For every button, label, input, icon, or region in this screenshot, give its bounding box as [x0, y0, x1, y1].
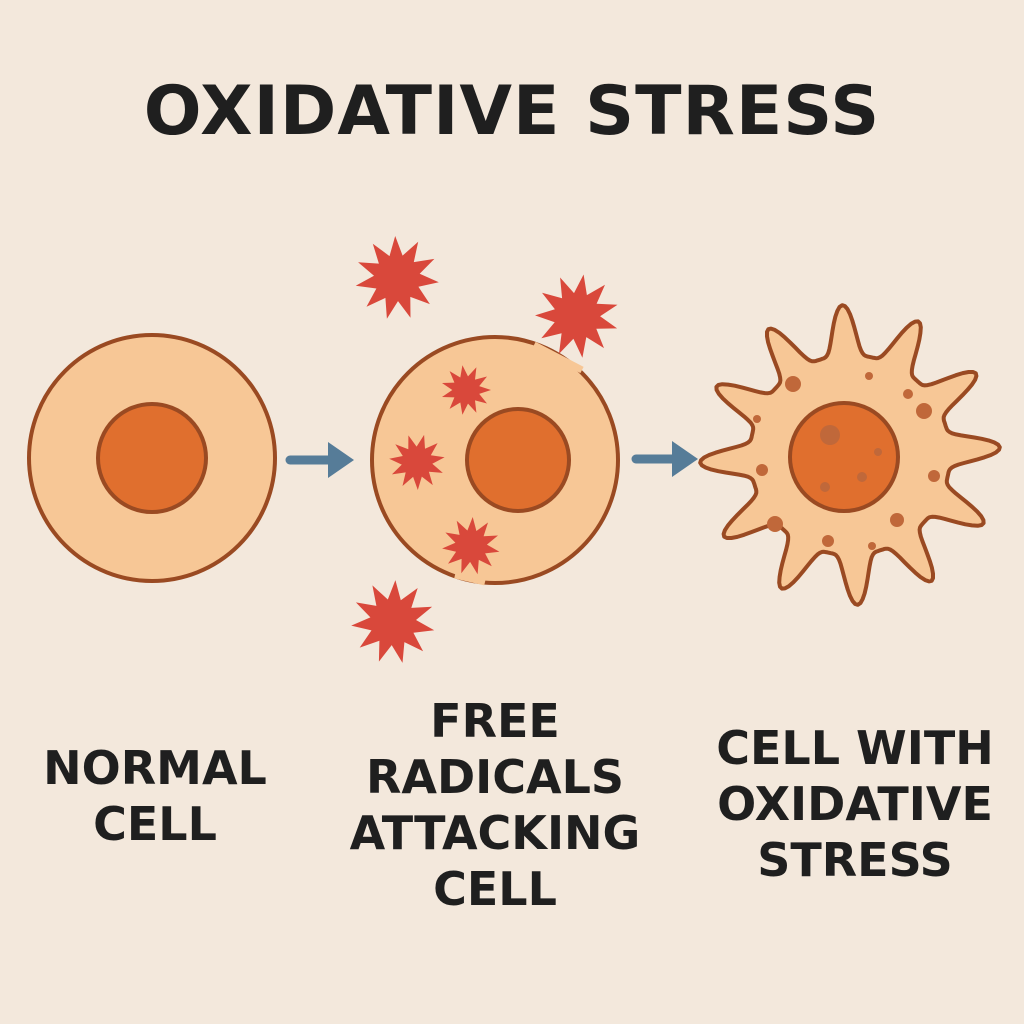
oxidative-damage-spots [753, 372, 940, 550]
free-radical-icon [351, 580, 435, 663]
damaged-cell-icon [698, 303, 1002, 607]
damage-spot [928, 470, 940, 482]
damage-spot [890, 513, 904, 527]
damage-spot [903, 389, 913, 399]
free-radicals-group [351, 236, 618, 663]
free-radical-icon [442, 365, 491, 415]
normal-cell-nucleus [96, 402, 208, 514]
damage-spot [874, 448, 882, 456]
attacked-cell-label: FREE RADICALS ATTACKING CELL [349, 694, 641, 917]
free-radical-icon [535, 274, 618, 358]
normal-cell-icon [27, 333, 277, 583]
damage-spot [820, 425, 840, 445]
damage-spot [785, 376, 801, 392]
free-radical-icon [355, 236, 439, 319]
damage-spot [857, 472, 867, 482]
damage-spot [822, 535, 834, 547]
attacked-cell-icon [370, 335, 620, 586]
right-arrow-icon [285, 442, 354, 478]
damage-spot [767, 516, 783, 532]
right-arrow-icon [631, 441, 698, 477]
damage-spot [820, 482, 830, 492]
free-radical-icon [442, 517, 500, 575]
damage-spot [865, 372, 873, 380]
damage-spot [868, 542, 876, 550]
normal-cell-label: NORMAL CELL [43, 741, 267, 852]
page-title: OXIDATIVE STRESS [143, 72, 881, 151]
damaged-cell-nucleus [788, 401, 900, 513]
free-radical-icon [389, 434, 445, 490]
damage-spot [753, 415, 761, 423]
damage-spot [756, 464, 768, 476]
attacked-cell-nucleus [465, 407, 571, 513]
damaged-cell-label: CELL WITH OXIDATIVE STRESS [716, 721, 994, 888]
damage-spot [916, 403, 932, 419]
